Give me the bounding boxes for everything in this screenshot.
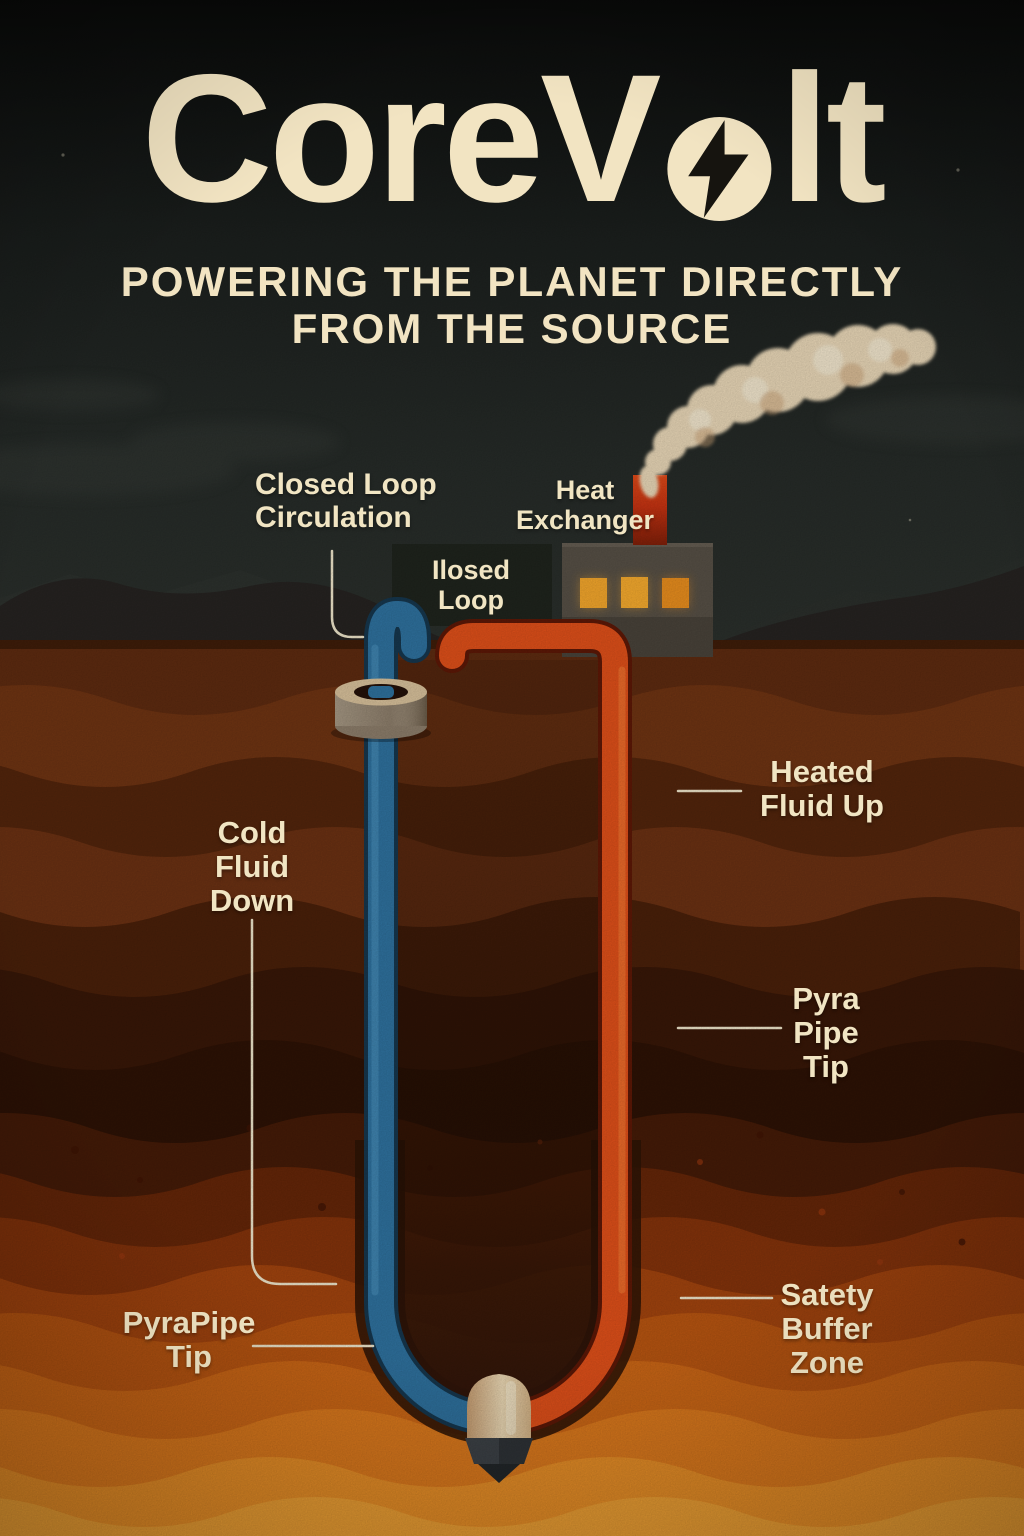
label-pyrapipe-tip-left: PyraPipe Tip	[122, 1305, 256, 1375]
label-closed-loop-panel-text: Ilosed Loop	[431, 555, 511, 615]
tagline-line-1: POWERING THE PLANET DIRECTLY	[120, 258, 904, 305]
label-heat-exchanger: Heat Exchanger	[515, 475, 655, 535]
label-closed-loop-circulation: Closed Loop Circulation	[255, 468, 437, 534]
label-pyra-pipe-tip-right: Pyra Pipe Tip	[792, 981, 860, 1085]
brand-logo-text-left: CoreV	[141, 36, 661, 240]
label-safety-buffer-zone: Satety Buffer Zone	[780, 1277, 874, 1381]
brand-logo-text-right: lt	[779, 36, 886, 240]
brand-logo: CoreV lt	[141, 36, 886, 240]
lightning-bolt-icon	[667, 116, 772, 221]
tagline-line-2: FROM THE SOURCE	[291, 305, 733, 353]
tagline: POWERING THE PLANET DIRECTLY FROM THE SO…	[0, 258, 1024, 352]
label-cold-fluid-down: Cold Fluid Down	[209, 815, 295, 919]
label-heated-fluid-up: Heated Fluid Up	[760, 754, 884, 824]
